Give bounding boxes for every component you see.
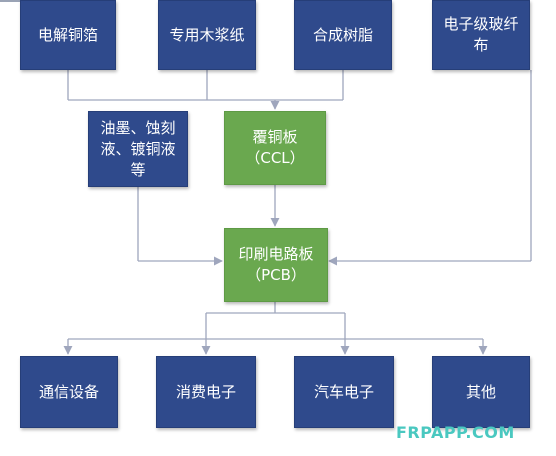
node-label: 汽车电子 [313, 382, 374, 401]
node-label-line-2: 布 [473, 36, 489, 54]
node-communication-equipment: 通信设备 [20, 356, 118, 428]
node-inks-etchants-plating-solutions: 油墨、蚀刻 液、镀铜液 等 [88, 111, 188, 187]
node-automotive-electronics: 汽车电子 [294, 356, 394, 428]
node-others: 其他 [432, 356, 530, 428]
node-consumer-electronics: 消费电子 [156, 356, 256, 428]
node-label-line-1: 印刷电路板 [238, 245, 314, 263]
node-special-wood-pulp-paper: 专用木浆纸 [158, 0, 256, 70]
node-label-line-1: 电子级玻纤 [443, 15, 519, 33]
node-label-line-3: 等 [130, 160, 146, 179]
node-label-line-2: 液、镀铜液 [100, 139, 176, 158]
watermark-text: FRPAPP.COM [396, 423, 515, 442]
node-label: 通信设备 [38, 382, 99, 401]
node-label: 电解铜箔 [37, 25, 98, 44]
node-label-line-1: 油墨、蚀刻 [100, 118, 176, 137]
node-label-line-1: 覆铜板 [252, 128, 298, 146]
node-label: 专用木浆纸 [169, 25, 245, 44]
node-label: 合成树脂 [312, 25, 373, 44]
node-electronic-grade-glass-fiber-cloth: 电子级玻纤 布 [432, 0, 530, 70]
node-electrolytic-copper-foil: 电解铜箔 [20, 0, 116, 70]
node-copper-clad-laminate: 覆铜板 （CCL） [224, 111, 326, 185]
node-label: 其他 [465, 382, 496, 401]
node-label-line-2: （CCL） [245, 149, 305, 167]
node-printed-circuit-board: 印刷电路板 （PCB） [224, 228, 328, 302]
node-label: 消费电子 [175, 382, 236, 401]
node-label-line-2: （PCB） [246, 266, 306, 284]
node-synthetic-resin: 合成树脂 [294, 0, 392, 70]
